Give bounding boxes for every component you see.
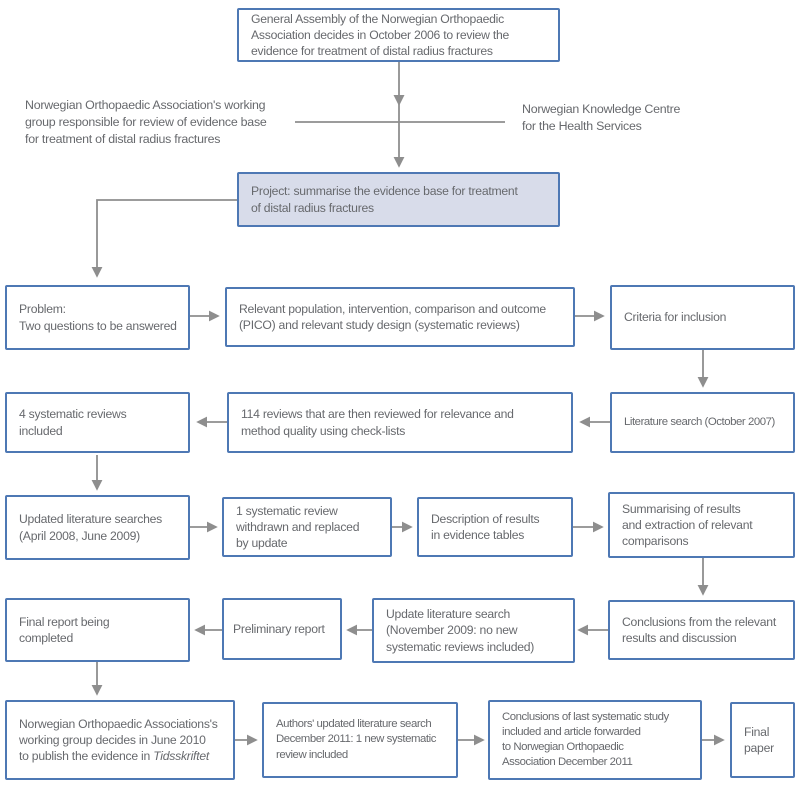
flow-box-four-reviews: 4 systematic reviews included bbox=[5, 392, 190, 453]
flow-box-preliminary-report: Preliminary report bbox=[222, 598, 342, 660]
flow-box-project: Project: summarise the evidence base for… bbox=[237, 172, 560, 227]
flow-box-criteria: Criteria for inclusion bbox=[610, 285, 795, 350]
flow-box-problem-text: Problem: Two questions to be answered bbox=[19, 302, 177, 333]
flow-box-summarising: Summarising of results and extraction of… bbox=[608, 492, 795, 558]
flow-box-problem: Problem: Two questions to be answered bbox=[5, 285, 190, 350]
flow-box-final-paper-text: Final paper bbox=[744, 724, 774, 755]
flow-box-review-withdrawn-text: 1 systematic review withdrawn and replac… bbox=[236, 503, 360, 551]
flow-box-114-reviews: 114 reviews that are then reviewed for r… bbox=[227, 392, 573, 453]
flow-box-summarising-text: Summarising of results and extraction of… bbox=[622, 501, 753, 549]
flow-box-description-results: Description of results in evidence table… bbox=[417, 497, 573, 557]
flow-box-publish-decision-text: Norwegian Orthopaedic Associations's wor… bbox=[19, 716, 218, 765]
flow-box-description-results-text: Description of results in evidence table… bbox=[431, 511, 540, 542]
flow-box-review-withdrawn: 1 systematic review withdrawn and replac… bbox=[222, 497, 392, 557]
flow-box-conclusions-last: Conclusions of last systematic study inc… bbox=[488, 700, 702, 780]
flow-box-literature-search-text: Literature search (October 2007) bbox=[624, 415, 775, 428]
flow-box-final-paper: Final paper bbox=[730, 702, 795, 778]
flow-box-literature-search: Literature search (October 2007) bbox=[610, 392, 795, 453]
flow-box-general-assembly-text: General Assembly of the Norwegian Orthop… bbox=[251, 11, 510, 59]
flow-box-conclusions-relevant-text: Conclusions from the relevant results an… bbox=[622, 614, 776, 645]
flow-box-pico: Relevant population, intervention, compa… bbox=[225, 287, 575, 347]
flow-box-update-search: Update literature search (November 2009:… bbox=[372, 598, 575, 663]
flow-box-114-reviews-text: 114 reviews that are then reviewed for r… bbox=[241, 407, 514, 438]
flow-box-authors-search: Authors' updated literature search Decem… bbox=[262, 702, 458, 778]
flow-box-pico-text: Relevant population, intervention, compa… bbox=[239, 301, 546, 332]
label-working-group: Norwegian Orthopaedic Association's work… bbox=[25, 98, 267, 147]
flow-box-updated-searches-text: Updated literature searches (April 2008,… bbox=[19, 512, 162, 543]
flow-box-project-text: Project: summarise the evidence base for… bbox=[251, 184, 518, 215]
flow-box-conclusions-relevant: Conclusions from the relevant results an… bbox=[608, 600, 795, 660]
flow-box-authors-search-text: Authors' updated literature search Decem… bbox=[276, 718, 436, 761]
flow-box-publish-decision: Norwegian Orthopaedic Associations's wor… bbox=[5, 700, 235, 780]
flow-box-final-report: Final report being completed bbox=[5, 598, 190, 662]
flow-box-final-report-text: Final report being completed bbox=[19, 614, 110, 645]
flow-box-criteria-text: Criteria for inclusion bbox=[624, 310, 727, 325]
flow-box-preliminary-report-text: Preliminary report bbox=[233, 621, 325, 636]
flow-box-four-reviews-text: 4 systematic reviews included bbox=[19, 407, 127, 438]
flow-box-update-search-text: Update literature search (November 2009:… bbox=[386, 607, 535, 654]
label-knowledge-centre: Norwegian Knowledge Centre for the Healt… bbox=[522, 102, 681, 134]
mid-arrowhead bbox=[393, 95, 405, 106]
flow-box-general-assembly: General Assembly of the Norwegian Orthop… bbox=[237, 8, 560, 62]
publish-decision-journal: Tidsskriftet bbox=[153, 749, 209, 764]
flow-box-updated-searches: Updated literature searches (April 2008,… bbox=[5, 495, 190, 560]
publish-decision-prefix: Norwegian Orthopaedic Associations's wor… bbox=[19, 716, 218, 764]
flow-box-conclusions-last-text: Conclusions of last systematic study inc… bbox=[502, 710, 669, 769]
